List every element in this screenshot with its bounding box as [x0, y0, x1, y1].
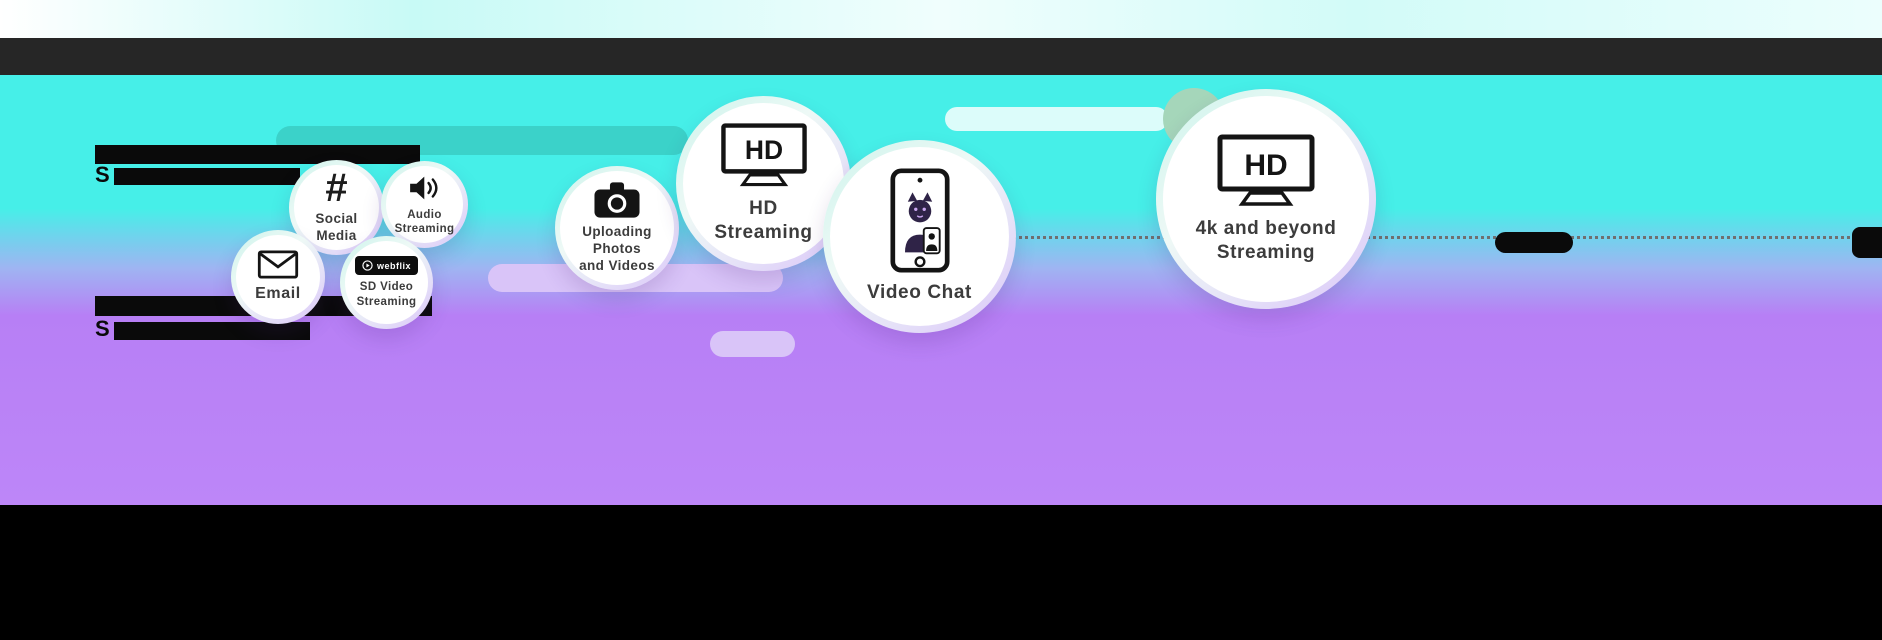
- bubble-social-media-inner: # Social Media: [294, 165, 379, 250]
- decorative-pill-lavender-2: [710, 331, 795, 357]
- bubble-label: 4k and beyond Streaming: [1196, 217, 1337, 265]
- bubble-video-chat: Video Chat: [823, 140, 1016, 333]
- bubble-sd-video-streaming-inner: webflix SD Video Streaming: [345, 241, 428, 324]
- tv-screen-text: HD: [744, 135, 782, 165]
- label-line-1: Uploading Photos: [582, 224, 652, 257]
- bubble-video-chat-inner: Video Chat: [830, 147, 1009, 326]
- bubble-sd-video-streaming: webflix SD Video Streaming: [340, 236, 433, 329]
- label-line-1: 4k and beyond: [1195, 218, 1337, 240]
- bubble-label: Audio Streaming: [395, 208, 455, 237]
- header-dark-bar: [0, 38, 1882, 75]
- redacted-text-bar-1: [95, 145, 420, 164]
- bubble-uploading-photos-videos: Uploading Photos and Videos: [555, 166, 679, 290]
- label-line-2: Media: [316, 228, 357, 243]
- play-circle-icon: [362, 260, 373, 271]
- bubble-label: Email: [255, 285, 301, 302]
- webflix-logo-text: webflix: [376, 260, 411, 271]
- hd-tv-icon: HD: [720, 123, 807, 187]
- redacted-line-prefix-2: S: [95, 316, 110, 341]
- bubble-audio-streaming: Audio Streaming: [381, 161, 468, 248]
- label-line-2: Streaming: [714, 222, 813, 243]
- redacted-text-bar-2: [114, 168, 300, 185]
- bubble-email-inner: Email: [236, 235, 320, 319]
- top-gradient-band: [0, 0, 1882, 38]
- bubble-label: Video Chat: [867, 282, 972, 304]
- redacted-pill-right: [1495, 232, 1573, 253]
- bubble-4k-streaming-inner: HD 4k and beyond Streaming: [1163, 96, 1369, 302]
- envelope-icon: [257, 250, 299, 279]
- bubble-label: HD Streaming: [714, 197, 812, 245]
- bubble-email: Email: [231, 230, 325, 324]
- bubble-label: Social Media: [315, 211, 357, 245]
- label-line-1: SD Video: [359, 281, 414, 294]
- hashtag-icon: #: [325, 166, 348, 211]
- label-line-1: Audio: [407, 208, 442, 221]
- decorative-pill-lightcyan: [945, 107, 1168, 131]
- bubble-hd-streaming: HD HD Streaming: [676, 96, 851, 271]
- redacted-line-prefix-1: S: [95, 162, 110, 187]
- camera-icon: [594, 182, 640, 218]
- label-line-2: and Videos: [579, 257, 655, 273]
- hd-tv-icon: HD: [1217, 134, 1315, 206]
- redacted-text-bar-4: [114, 322, 310, 340]
- label-line-2: Streaming: [356, 295, 417, 308]
- label-line-1: Social: [315, 211, 358, 227]
- label-line-2: Streaming: [1216, 242, 1316, 263]
- tv-screen-text: HD: [1244, 149, 1287, 182]
- bubble-4k-streaming: HD 4k and beyond Streaming: [1156, 89, 1376, 309]
- speaker-icon: [409, 176, 438, 199]
- bubble-audio-streaming-inner: Audio Streaming: [386, 166, 463, 243]
- label-line-2: Streaming: [394, 223, 455, 235]
- bubble-label: Uploading Photos and Videos: [560, 224, 674, 275]
- bubble-hd-streaming-inner: HD HD Streaming: [683, 103, 844, 264]
- footer-black-bar: [0, 505, 1882, 640]
- webflix-logo: webflix: [354, 256, 418, 276]
- video-chat-phone-icon: [889, 168, 950, 273]
- timeline-dotted-line: [952, 236, 1882, 239]
- bubble-uploading-inner: Uploading Photos and Videos: [560, 171, 674, 285]
- label-line-1: HD: [749, 198, 778, 220]
- bubble-label: SD Video Streaming: [357, 280, 417, 309]
- redacted-bar-right-edge: [1852, 227, 1882, 258]
